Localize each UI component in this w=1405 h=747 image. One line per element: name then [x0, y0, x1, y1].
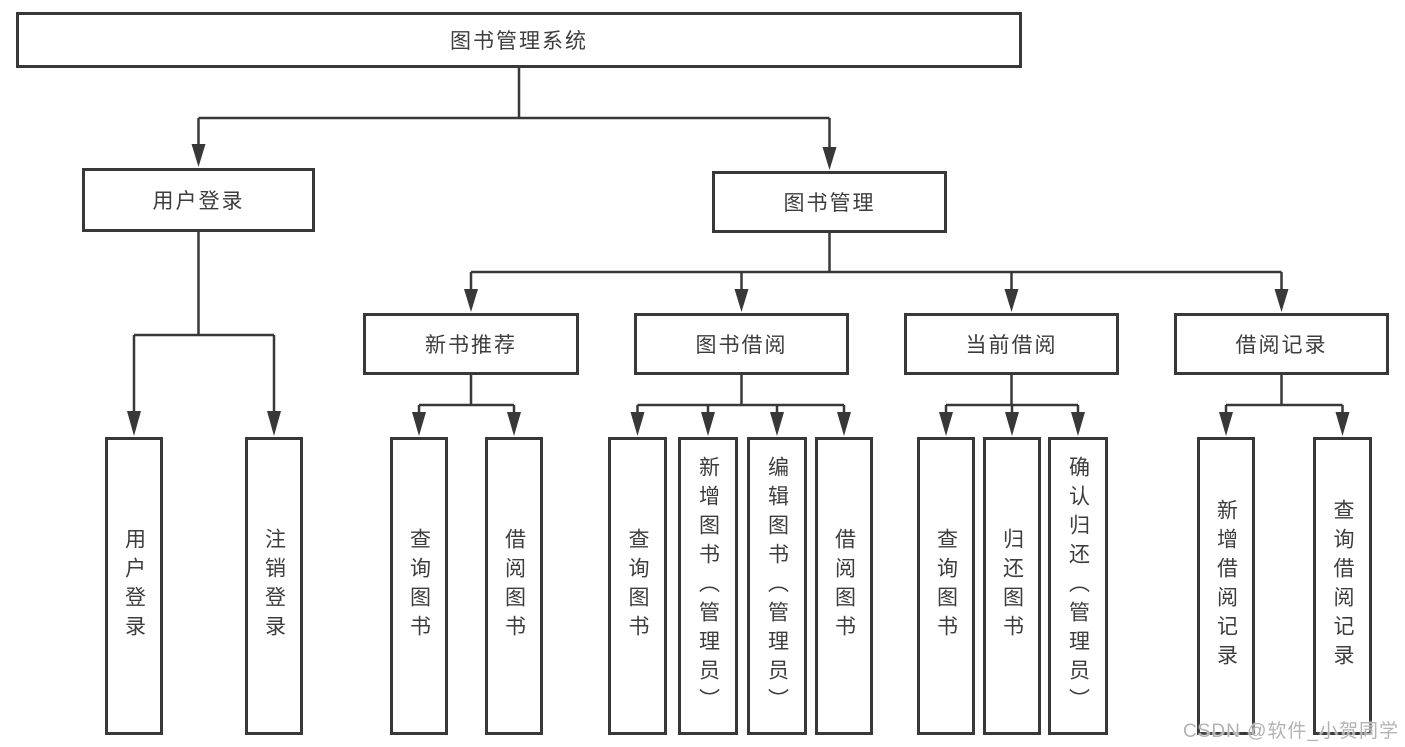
leaf-return-books: 归还图书	[983, 437, 1041, 735]
node-borrow-record: 借阅记录	[1174, 313, 1389, 375]
connector-bookmgmt-to-level3	[469, 233, 1283, 290]
node-new-book-recommend-label: 新书推荐	[425, 334, 517, 357]
leaf-borrow-books-1: 借阅图书	[485, 437, 543, 735]
leaf-add-books-admin: 新增图书（管理员）	[678, 437, 738, 735]
leaf-query-books-3-label: 查询图书	[934, 528, 958, 644]
leaf-borrow-books-1-label: 借阅图书	[502, 528, 526, 644]
node-book-management-label: 图书管理	[783, 192, 876, 215]
node-user-login-label: 用户登录	[152, 190, 245, 213]
node-borrow-record-label: 借阅记录	[1235, 334, 1328, 357]
arrowheads-level2	[191, 144, 837, 170]
leaf-confirm-return-admin-label: 确认归还（管理员）	[1066, 455, 1090, 717]
leaf-edit-books-admin: 编辑图书（管理员）	[747, 437, 807, 735]
arrowheads-bookborrow-leaves	[630, 412, 851, 436]
leaf-borrow-books-2-label: 借阅图书	[832, 528, 856, 644]
leaf-logout: 注销登录	[245, 437, 303, 735]
node-book-management: 图书管理	[712, 171, 947, 233]
connector-currentborrow-to-leaves	[944, 375, 1080, 413]
arrowheads-newbookrec-leaves	[412, 412, 521, 436]
node-user-login: 用户登录	[82, 168, 315, 232]
node-current-borrow: 当前借阅	[904, 313, 1119, 375]
leaf-query-borrow-record: 查询借阅记录	[1313, 437, 1372, 735]
leaf-query-borrow-record-label: 查询借阅记录	[1331, 499, 1354, 673]
leaf-query-books-2: 查询图书	[608, 437, 667, 735]
csdn-watermark: CSDN @软件_小贺同学	[1183, 721, 1399, 742]
leaf-add-borrow-record: 新增借阅记录	[1197, 437, 1255, 735]
leaf-user-login: 用户登录	[105, 437, 163, 735]
node-new-book-recommend: 新书推荐	[363, 313, 579, 375]
node-root-label: 图书管理系统	[450, 30, 588, 53]
leaf-confirm-return-admin: 确认归还（管理员）	[1048, 437, 1108, 735]
connector-borrowrecord-to-leaves	[1224, 375, 1344, 413]
leaf-edit-books-admin-label: 编辑图书（管理员）	[765, 455, 789, 717]
arrowheads-userlogin-leaves	[127, 411, 281, 436]
connector-newbookrec-to-leaves	[417, 375, 516, 413]
leaf-query-books-1-label: 查询图书	[407, 528, 431, 644]
arrowheads-level3	[464, 289, 1289, 312]
node-book-borrow-label: 图书借阅	[695, 334, 788, 357]
connector-root-to-level2	[197, 68, 831, 149]
arrowheads-currentborrow-leaves	[939, 412, 1085, 436]
node-book-borrow: 图书借阅	[634, 313, 849, 375]
leaf-query-books-1: 查询图书	[390, 437, 448, 735]
leaf-logout-label: 注销登录	[262, 528, 286, 644]
leaf-return-books-label: 归还图书	[1000, 528, 1024, 644]
arrowheads-borrowrecord-leaves	[1219, 412, 1350, 436]
node-current-borrow-label: 当前借阅	[965, 334, 1058, 357]
leaf-query-books-2-label: 查询图书	[626, 528, 649, 644]
connector-userlogin-to-leaves	[132, 232, 276, 413]
leaf-add-borrow-record-label: 新增借阅记录	[1214, 499, 1238, 673]
leaf-borrow-books-2: 借阅图书	[815, 437, 873, 735]
leaf-user-login-label: 用户登录	[122, 528, 146, 644]
node-root: 图书管理系统	[16, 12, 1022, 68]
connector-bookborrow-to-leaves	[636, 375, 846, 413]
leaf-query-books-3: 查询图书	[917, 437, 975, 735]
leaf-add-books-admin-label: 新增图书（管理员）	[696, 455, 720, 717]
